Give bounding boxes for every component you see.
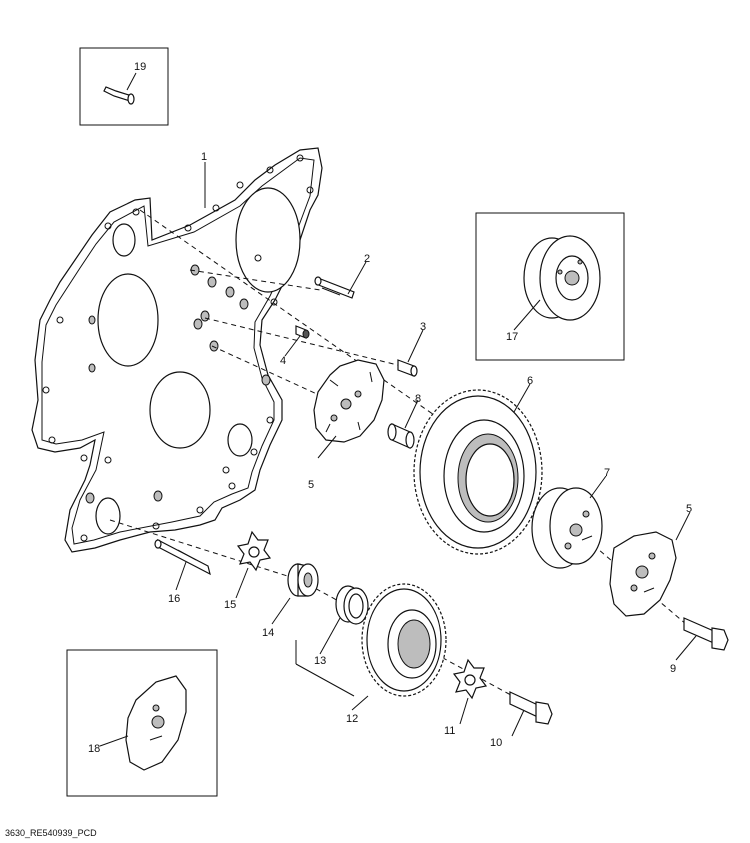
part-14-bushing (287, 563, 319, 597)
part-5-thrust-plate-lower (609, 531, 677, 617)
callout-11: 11 (444, 725, 455, 737)
alignment-lines (109, 209, 701, 701)
callout-12: 12 (346, 713, 358, 725)
callout-8: 8 (415, 393, 421, 405)
part-3-dowel (397, 359, 418, 377)
callout-15: 15 (224, 599, 236, 611)
callout-2: 2 (364, 253, 370, 265)
callouts: 1 2 3 4 5 5 6 7 8 9 10 11 12 13 14 15 16… (88, 61, 692, 755)
callout-5-upper: 5 (308, 479, 314, 491)
part-5-thrust-plate-upper (313, 359, 385, 443)
callout-19: 19 (134, 61, 146, 73)
callout-10: 10 (490, 737, 502, 749)
part-13-ring (335, 585, 369, 625)
inset-box-18 (66, 649, 218, 797)
part-2-stud (314, 276, 355, 299)
leader-lines (99, 162, 697, 747)
callout-13: 13 (314, 655, 326, 667)
part-4-pin (295, 325, 310, 339)
part-17-pulley (523, 235, 601, 321)
callout-17: 17 (506, 331, 518, 343)
part-15-star-washer (236, 530, 272, 572)
part-9-bolt (683, 617, 729, 651)
inset-box-19 (79, 47, 169, 126)
callout-14: 14 (262, 627, 274, 639)
part-12-small-gear (361, 583, 447, 697)
callout-6: 6 (527, 375, 533, 387)
callout-9: 9 (670, 663, 676, 675)
part-11-star-washer (452, 658, 488, 700)
part-1-housing-plate (31, 147, 323, 553)
figure-caption: 3630_RE540939_PCD (5, 828, 97, 838)
callout-16: 16 (168, 593, 180, 605)
callout-4: 4 (280, 355, 286, 367)
part-8-spacer-pin (387, 423, 415, 449)
callout-5-lower: 5 (686, 503, 692, 515)
part-7-hub (531, 487, 603, 569)
inset-box-17 (475, 212, 625, 361)
part-6-large-gear (413, 389, 543, 555)
callout-1: 1 (201, 151, 207, 163)
part-19-bolt (103, 72, 137, 105)
callout-18: 18 (88, 743, 100, 755)
part-16-stud (154, 538, 211, 576)
callout-3: 3 (420, 321, 426, 333)
callout-7: 7 (604, 467, 610, 479)
part-18-plate (125, 675, 187, 771)
part-10-bolt (509, 691, 553, 725)
